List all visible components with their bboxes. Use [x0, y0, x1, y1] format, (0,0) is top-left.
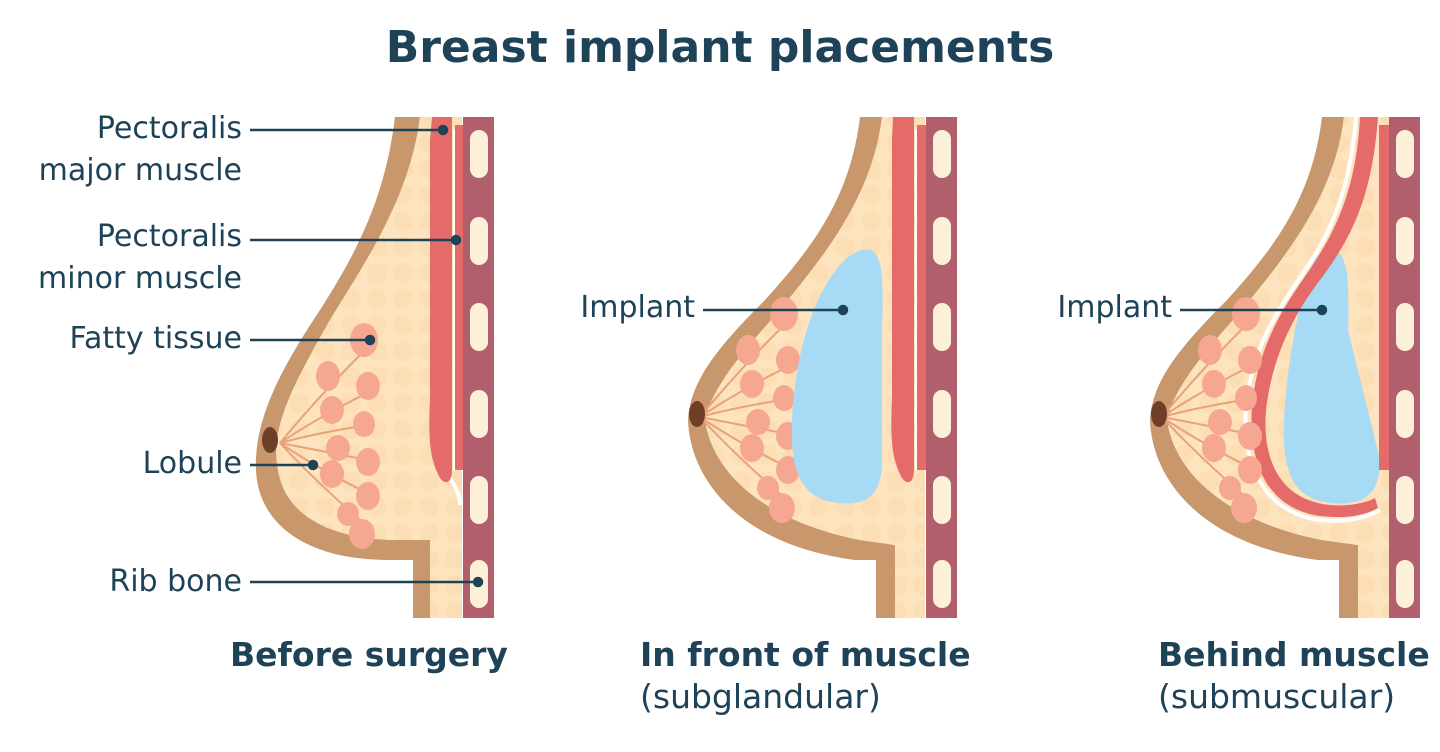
nipple — [1151, 401, 1167, 427]
rib-bones — [1396, 130, 1414, 608]
implant — [1283, 249, 1380, 504]
rib-bones — [933, 130, 951, 608]
rib-wall — [926, 117, 957, 618]
panel-in-front-of-muscle — [688, 117, 957, 618]
panel-behind-muscle — [1150, 116, 1420, 618]
nipple — [262, 427, 278, 453]
pectoralis-minor-muscle — [1379, 125, 1389, 470]
pectoralis-minor-muscle — [917, 125, 926, 470]
caption-before-surgery: Before surgery — [230, 635, 508, 674]
label-lobule: Lobule — [142, 446, 242, 481]
label-implant-front: Implant — [580, 290, 695, 325]
pectoralis-major-muscle — [1251, 117, 1378, 518]
label-pectoralis-minor: Pectoralis minor muscle — [38, 219, 242, 296]
skin-outline — [1150, 117, 1358, 618]
implant — [791, 249, 883, 504]
label-fatty-tissue: Fatty tissue — [69, 321, 242, 356]
pectoralis-major-muscle — [891, 117, 914, 483]
label-rib-bone: Rib bone — [109, 564, 242, 599]
panel-before-surgery — [250, 117, 494, 618]
skin-outline — [255, 117, 430, 618]
skin-outline — [688, 117, 895, 618]
label-pectoralis-major: Pectoralis major muscle — [38, 111, 242, 188]
label-implant-behind: Implant — [1057, 290, 1172, 325]
caption-behind-muscle: Behind muscle (submuscular) — [1158, 635, 1430, 716]
nipple — [689, 401, 705, 427]
rib-wall — [463, 117, 494, 618]
caption-in-front-of-muscle: In front of muscle (subglandular) — [640, 635, 971, 716]
page-title: Breast implant placements — [385, 22, 1055, 73]
pectoralis-minor-muscle — [455, 125, 463, 470]
rib-wall — [1389, 117, 1420, 618]
pectoralis-major-muscle — [429, 117, 452, 483]
